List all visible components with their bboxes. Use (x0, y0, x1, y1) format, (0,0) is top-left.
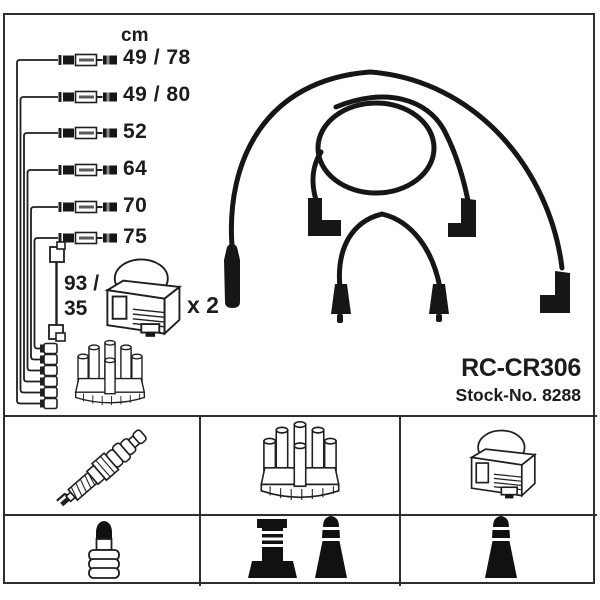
coil-wire-length-line1: 93 / (64, 272, 100, 295)
ignition-coil-drawing (106, 258, 181, 338)
distributor-cap-icon (260, 421, 340, 501)
angled-boot (540, 271, 570, 313)
coil-quantity-label: x 2 (187, 292, 219, 318)
stock-number: Stock-No. 8288 (455, 385, 581, 405)
table-divider-col1 (199, 415, 201, 586)
angled-boot (308, 198, 341, 236)
cable-length-label: 64 (123, 157, 148, 180)
angled-boot (448, 198, 476, 237)
tapered-boot (331, 284, 351, 314)
tapered-boot (429, 284, 449, 314)
cable-end-connectors (57, 53, 118, 245)
wiring-schematic (16, 59, 58, 405)
plug-boot-icon (315, 516, 347, 578)
nut-terminal-connector-icon (88, 521, 120, 579)
straight-boot (224, 243, 240, 308)
spark-plug-icon (52, 424, 152, 515)
cable-length-label: 75 (123, 225, 148, 248)
table-border-middle (3, 514, 597, 516)
din-terminal-icon (248, 519, 297, 578)
coil-wire-length-line2: 35 (64, 297, 88, 320)
product-code: RC-CR306 (461, 354, 581, 382)
distributor-terminals (39, 342, 58, 410)
table-border-top (3, 415, 597, 417)
distributor-cap-drawing (74, 339, 146, 406)
coil-wire-drawing (48, 241, 66, 342)
cable-length-label: 49 / 78 (123, 46, 191, 69)
cable-set-drawing (224, 69, 570, 323)
unit-header: cm (121, 25, 149, 46)
plug-boot-icon (485, 516, 517, 578)
ignition-coil-icon (470, 429, 536, 500)
table-divider-col2 (399, 415, 401, 586)
cable-length-label: 49 / 80 (123, 83, 191, 106)
cable-length-label: 70 (123, 194, 148, 217)
cable-length-label: 52 (123, 120, 148, 143)
